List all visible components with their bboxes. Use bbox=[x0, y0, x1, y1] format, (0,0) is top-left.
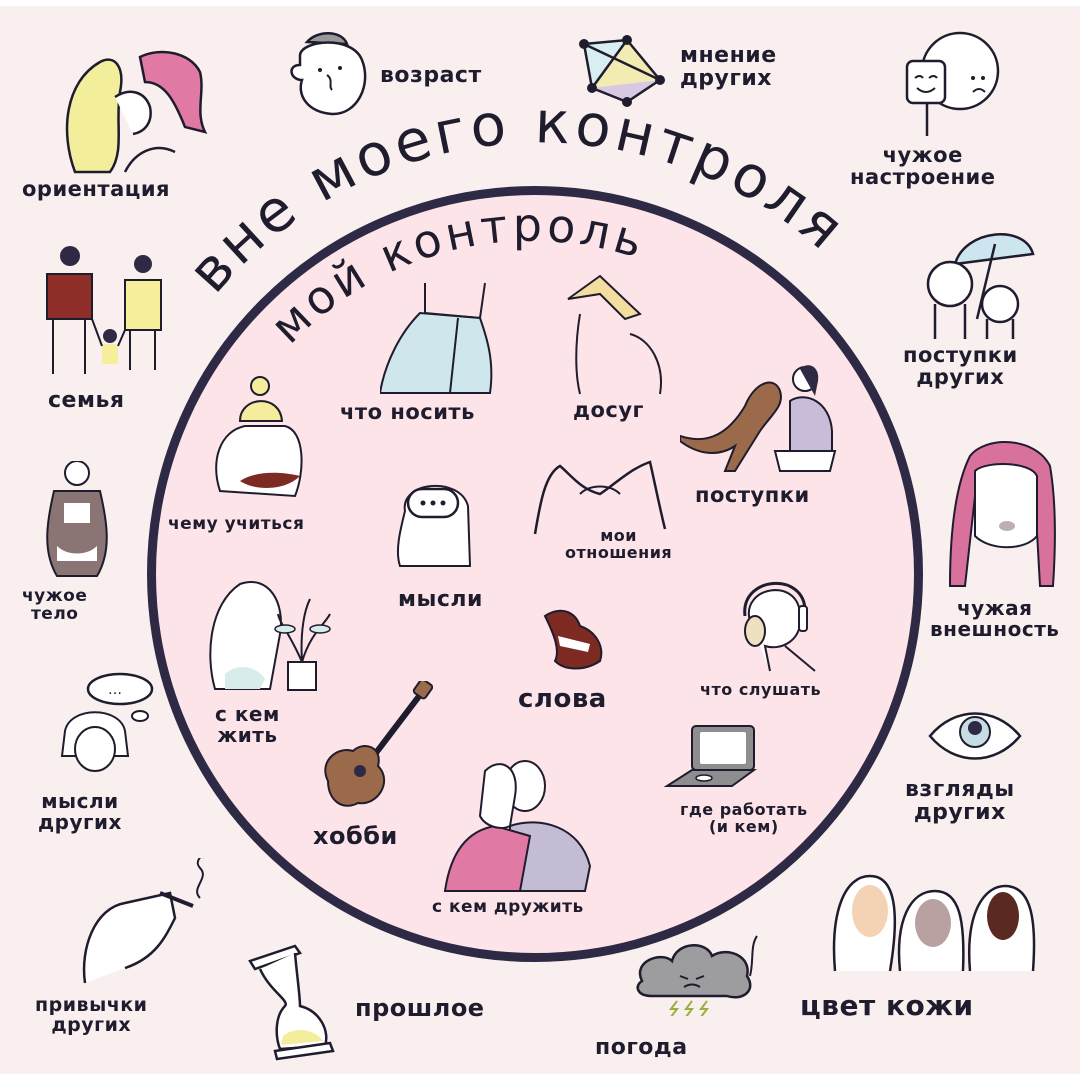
woman-dog-icon bbox=[680, 365, 837, 472]
person-with-plant-icon bbox=[209, 581, 331, 691]
eye-icon bbox=[928, 712, 1022, 760]
guitar-icon bbox=[324, 681, 433, 807]
storm-cloud-icon bbox=[636, 935, 758, 1016]
label-age: возраст bbox=[380, 63, 482, 88]
label-orientation: ориентация bbox=[22, 177, 171, 201]
book-on-head-icon bbox=[567, 274, 662, 395]
umbrella-friends-icon bbox=[926, 233, 1035, 339]
mask-face-icon bbox=[905, 31, 1000, 136]
label-leisure: досуг bbox=[573, 398, 644, 422]
label-past: прошлое bbox=[355, 994, 485, 1022]
label-who-to-befriend: с кем дружить bbox=[432, 897, 584, 917]
label-what-to-listen: что слушать bbox=[700, 680, 822, 699]
label-what-to-learn: чему учиться bbox=[168, 514, 305, 534]
family-walking-icon bbox=[46, 246, 162, 374]
hand-cigarette-icon bbox=[82, 858, 205, 984]
lips-icon bbox=[543, 609, 603, 670]
old-man-face-icon bbox=[290, 32, 367, 116]
jeans-icon bbox=[380, 282, 493, 394]
head-speech-bubble-icon bbox=[396, 485, 472, 567]
label-actions: поступки bbox=[695, 483, 810, 507]
pinky-promise-icon bbox=[533, 460, 667, 535]
label-hobby: хобби bbox=[313, 822, 398, 850]
label-weather: погода bbox=[595, 1035, 688, 1060]
hourglass-icon bbox=[248, 944, 335, 1061]
poster-canvas: вне моего контроля мой контроль ориентац… bbox=[0, 6, 1080, 1074]
label-thoughts: мысли bbox=[398, 587, 483, 612]
network-polygon-icon bbox=[579, 35, 665, 107]
label-words: слова bbox=[518, 684, 607, 714]
reading-person-icon bbox=[215, 376, 303, 498]
woman-face-icon bbox=[948, 441, 1056, 587]
laptop-icon bbox=[663, 725, 758, 787]
three-women-icon bbox=[832, 874, 1036, 972]
label-where-to-work: где работать(и кем) bbox=[680, 800, 808, 836]
svg-text:…: … bbox=[108, 682, 122, 698]
label-family: семья bbox=[48, 388, 125, 413]
body-figure-icon bbox=[46, 461, 108, 577]
headphones-icon bbox=[743, 581, 816, 672]
hugging-friends-icon bbox=[443, 760, 592, 892]
kissing-couple-icon bbox=[65, 50, 208, 174]
label-what-to-wear: что носить bbox=[340, 400, 475, 424]
thought-bubble-head-icon: … bbox=[60, 672, 154, 772]
label-skin-color: цвет кожи bbox=[800, 989, 974, 1022]
